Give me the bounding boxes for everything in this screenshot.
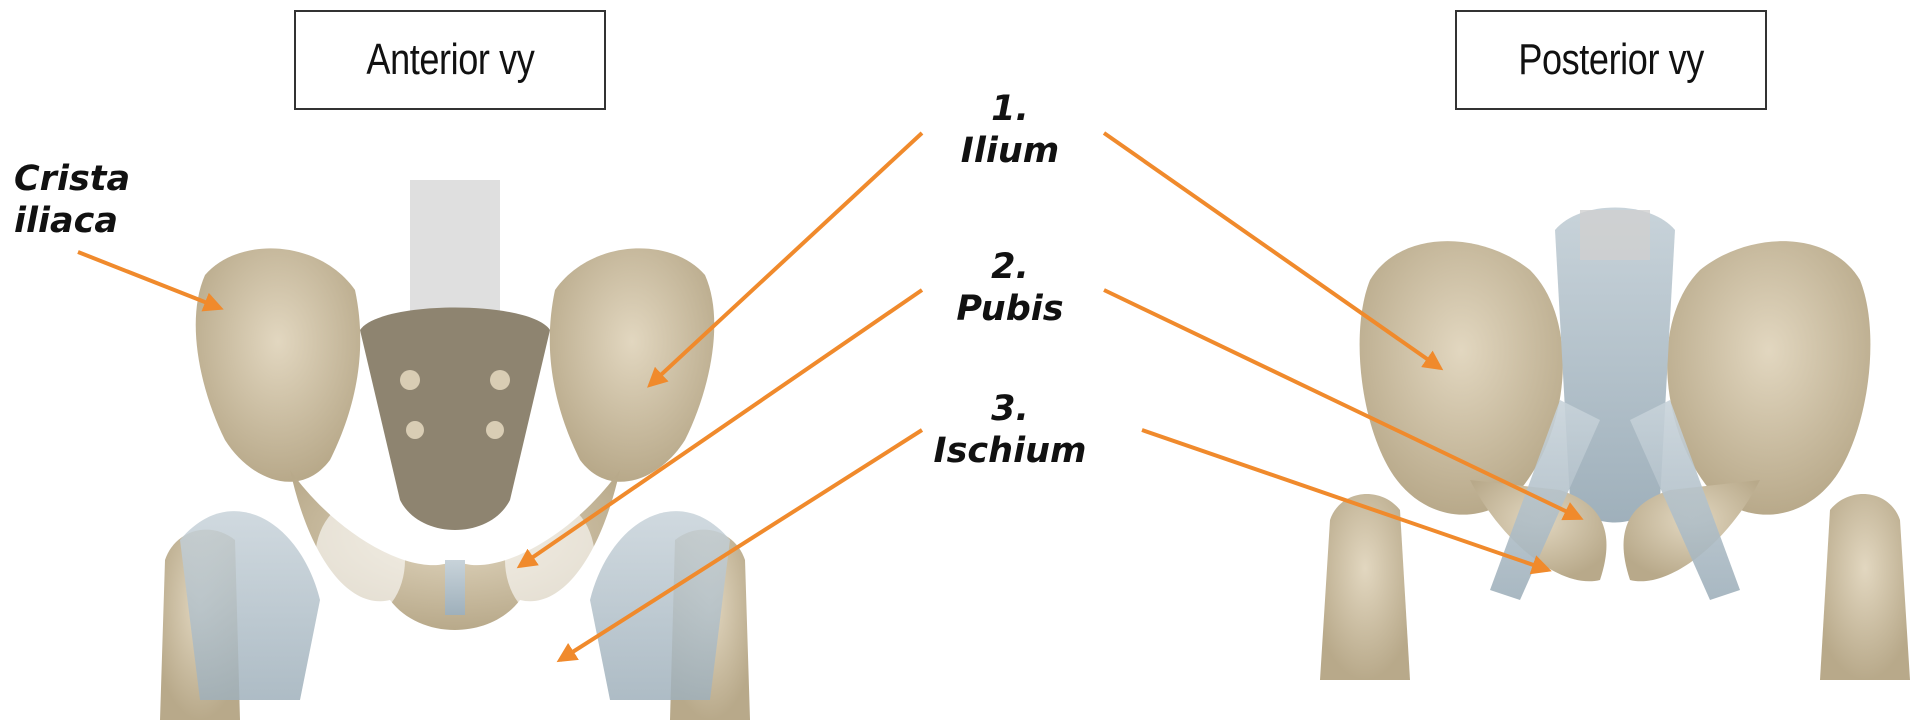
label-pubis: 2. Pubis (920, 246, 1100, 330)
anterior-pelvis-illustration (160, 180, 750, 720)
label-ilium: 1. Ilium (920, 88, 1100, 172)
label-ilium-number: 1. (920, 88, 1100, 130)
anterior-left-ilium (196, 248, 361, 481)
posterior-right-femur (1820, 494, 1910, 680)
anterior-left-hip-ligament (180, 511, 320, 700)
label-ischium-name: Ischium (920, 430, 1100, 472)
anterior-pubic-symphysis (445, 560, 465, 615)
arrow-ilium-posterior (1104, 133, 1440, 368)
label-ilium-name: Ilium (920, 130, 1100, 172)
anterior-right-hip-ligament (590, 511, 730, 700)
label-ischium-number: 3. (920, 388, 1100, 430)
anterior-right-ilium (550, 248, 715, 481)
posterior-left-femur (1320, 494, 1410, 680)
anterior-sacrum (360, 308, 550, 531)
posterior-right-ilium (1667, 241, 1870, 515)
arrow-ilium-anterior (650, 133, 922, 385)
posterior-pelvis-illustration (1320, 208, 1910, 681)
anterior-lumbar-vertebrae (410, 180, 500, 320)
label-crista-iliaca: Crista iliaca (14, 158, 130, 242)
label-crista-line1: Crista (14, 158, 130, 200)
label-pubis-name: Pubis (920, 288, 1100, 330)
posterior-left-ilium (1360, 241, 1563, 515)
label-pubis-number: 2. (920, 246, 1100, 288)
label-crista-line2: iliaca (14, 200, 130, 242)
arrow-crista-iliaca (78, 252, 220, 308)
label-ischium: 3. Ischium (920, 388, 1100, 472)
